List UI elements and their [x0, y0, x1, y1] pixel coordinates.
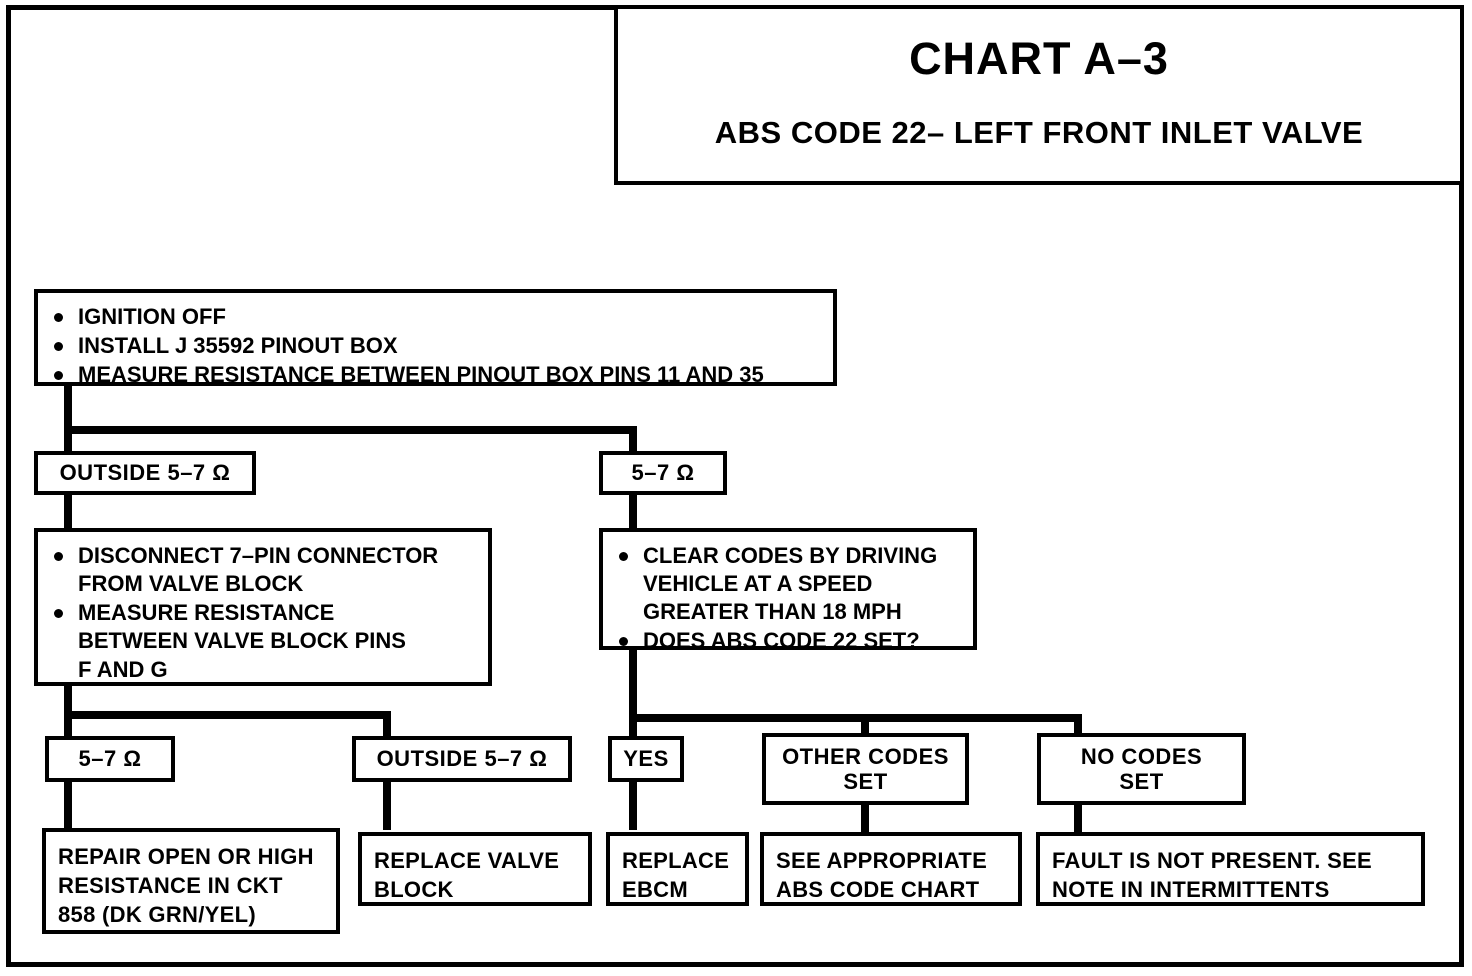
connector-branch-left-drop [64, 426, 72, 454]
right-result-other-codes-box: OTHER CODES SET [762, 733, 969, 805]
start-step-bullet-list: IGNITION OFF INSTALL J 35592 PINOUT BOX … [48, 303, 821, 389]
right-result-no-codes-line2: SET [1119, 769, 1164, 794]
right-result-other-codes-line1: OTHER CODES [782, 743, 949, 769]
left-test-bullet-list: DISCONNECT 7–PIN CONNECTOR FROM VALVE BL… [48, 542, 476, 684]
action-see-abs-code-chart-box: SEE APPROPRIATE ABS CODE CHART [760, 832, 1022, 906]
left-result-in-range-label: 5–7 Ω [78, 746, 142, 771]
right-result-yes-box: YES [608, 736, 684, 782]
start-step-bullet: MEASURE RESISTANCE BETWEEN PINOUT BOX PI… [48, 361, 821, 389]
action-replace-valve-block-box: REPLACE VALVE BLOCK [358, 832, 592, 906]
left-result-in-range-box: 5–7 Ω [45, 736, 175, 782]
connector-branch-bus [64, 426, 637, 434]
right-result-no-codes-line1: NO CODES [1080, 743, 1203, 769]
start-step-bullet: IGNITION OFF [48, 303, 821, 331]
connector-start-drop [64, 386, 72, 434]
connector-left-fork-bus [64, 711, 391, 719]
connector-outside-to-replace-valve [383, 782, 391, 830]
right-test-bullet: DOES ABS CODE 22 SET? [613, 627, 961, 655]
chart-title-panel: CHART A–3 ABS CODE 22– LEFT FRONT INLET … [614, 5, 1464, 185]
action-fault-not-present-box: FAULT IS NOT PRESENT. SEE NOTE IN INTERM… [1036, 832, 1425, 906]
connector-right-fork-mid-drop [861, 714, 869, 738]
start-step-box: IGNITION OFF INSTALL J 35592 PINOUT BOX … [34, 289, 837, 389]
connector-outside-to-left-test [64, 495, 72, 531]
connector-right-fork-end-drop [1074, 714, 1082, 738]
right-test-box: CLEAR CODES BY DRIVING VEHICLE AT A SPEE… [599, 528, 977, 653]
left-test-bullet: MEASURE RESISTANCE BETWEEN VALVE BLOCK P… [48, 599, 476, 683]
page-title: CHART A–3 [909, 33, 1169, 84]
connector-right-test-drop [629, 650, 637, 738]
branch-in-range-box: 5–7 Ω [599, 451, 727, 495]
connector-no-codes-to-fault-note [1074, 805, 1082, 833]
right-result-yes-label: YES [623, 746, 669, 771]
connector-in-range-to-repair [64, 782, 72, 830]
left-test-box: DISCONNECT 7–PIN CONNECTOR FROM VALVE BL… [34, 528, 492, 686]
connector-other-codes-to-see-chart [861, 805, 869, 833]
connector-inrange-to-right-test [629, 495, 637, 531]
page-subtitle: ABS CODE 22– LEFT FRONT INLET VALVE [714, 115, 1364, 150]
action-repair-circuit-box: REPAIR OPEN OR HIGH RESISTANCE IN CKT 85… [42, 828, 340, 934]
branch-outside-range-box: OUTSIDE 5–7 Ω [34, 451, 256, 495]
branch-in-range-label: 5–7 Ω [631, 460, 695, 485]
action-replace-ebcm-box: REPLACE EBCM [606, 832, 749, 906]
left-result-outside-range-box: OUTSIDE 5–7 Ω [352, 736, 572, 782]
left-test-bullet: DISCONNECT 7–PIN CONNECTOR FROM VALVE BL… [48, 542, 476, 598]
start-step-bullet: INSTALL J 35592 PINOUT BOX [48, 332, 821, 360]
connector-right-fork-bus [629, 714, 1082, 722]
connector-left-fork-right-drop [383, 711, 391, 738]
connector-branch-right-drop [629, 426, 637, 454]
connector-yes-to-replace-ebcm [629, 782, 637, 830]
right-result-no-codes-box: NO CODES SET [1037, 733, 1246, 805]
right-test-bullet: CLEAR CODES BY DRIVING VEHICLE AT A SPEE… [613, 542, 961, 626]
right-test-bullet-list: CLEAR CODES BY DRIVING VEHICLE AT A SPEE… [613, 542, 961, 656]
left-result-outside-range-label: OUTSIDE 5–7 Ω [376, 746, 548, 771]
branch-outside-range-label: OUTSIDE 5–7 Ω [59, 460, 231, 485]
right-result-other-codes-line2: SET [843, 769, 888, 794]
